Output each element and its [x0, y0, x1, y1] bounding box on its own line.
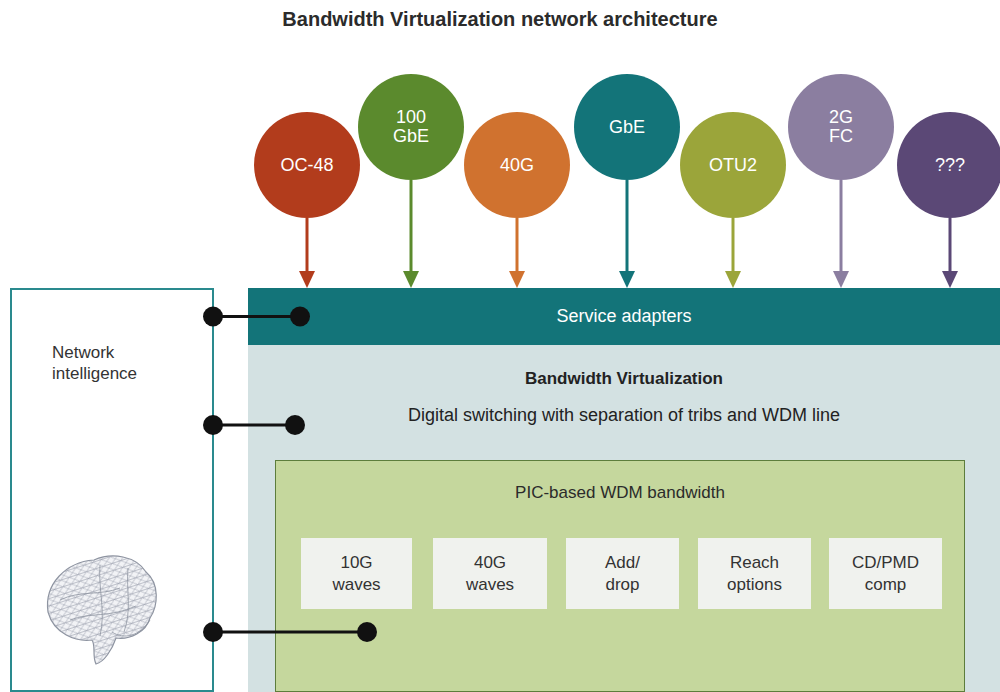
connector	[942, 218, 958, 288]
service-circle: 40G	[464, 112, 570, 218]
connector	[299, 218, 315, 288]
adapter-band: Service adapters	[248, 288, 1000, 345]
feature-box: Add/ drop	[566, 538, 679, 609]
node-text: CD/PMD comp	[846, 552, 926, 595]
node-text: OTU2	[709, 156, 757, 175]
node-text: 100 GbE	[386, 108, 436, 146]
node-text: 10G waves	[326, 552, 388, 595]
service-circle: OTU2	[680, 112, 786, 218]
service-circle: GbE	[574, 74, 680, 180]
feature-box: 10G waves	[301, 538, 412, 609]
node-text: Bandwidth Virtualization	[525, 369, 723, 389]
service-circle: 100 GbE	[358, 74, 464, 180]
intelligence-panel: Network intelligence	[10, 288, 214, 692]
node-text: Service adapters	[556, 306, 691, 327]
connector	[509, 218, 525, 288]
connector	[403, 180, 419, 288]
service-circle: ???	[897, 112, 1000, 218]
service-circle: 2G FC	[788, 74, 894, 180]
node-text: 40G waves	[459, 552, 521, 595]
node-text: Digital switching with separation of tri…	[408, 405, 840, 426]
node-text: Reach options	[719, 552, 791, 595]
node-text: PIC-based WDM bandwidth	[515, 483, 725, 503]
node-text: 40G	[500, 156, 534, 175]
node-text: Network intelligence	[52, 342, 182, 385]
feature-box: CD/PMD comp	[829, 538, 942, 609]
service-circle: OC-48	[254, 112, 360, 218]
connector	[619, 180, 635, 288]
node-text: OC-48	[280, 156, 333, 175]
feature-box: Reach options	[698, 538, 811, 609]
feature-box: 40G waves	[433, 538, 547, 609]
virtualization-region: Bandwidth VirtualizationDigital switchin…	[248, 345, 1000, 692]
node-text: Add/ drop	[598, 552, 648, 595]
diagram-title: Bandwidth Virtualization network archite…	[0, 8, 1000, 31]
node-text: GbE	[609, 118, 645, 137]
node-text: ???	[935, 156, 965, 175]
connector	[833, 180, 849, 288]
node-text: 2G FC	[821, 108, 861, 146]
connector	[725, 218, 741, 288]
wdm-box: PIC-based WDM bandwidth 10G waves 40G wave…	[275, 460, 965, 692]
